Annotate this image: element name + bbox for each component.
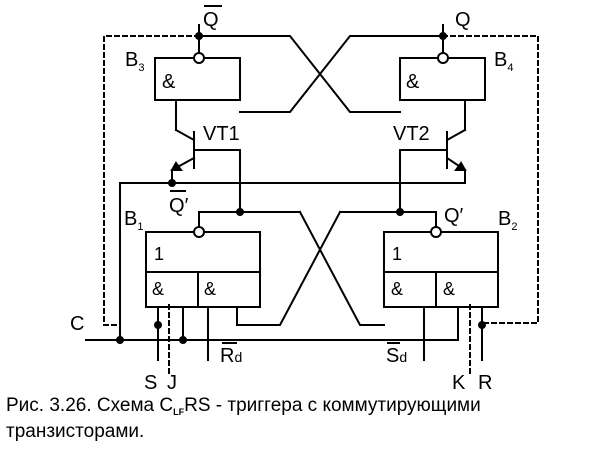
label-q-prime: Q′ xyxy=(444,205,464,227)
upper-cross-wires xyxy=(198,35,444,113)
label-b1: B1 xyxy=(124,208,143,233)
inverting-output-b1 xyxy=(193,226,205,238)
label-q-prime-bar: Q′ xyxy=(169,195,189,217)
transistor-vt2 xyxy=(399,99,467,184)
caption-rest: RS - триггера с коммутирующими xyxy=(184,395,481,416)
label-sd: Sd xyxy=(386,345,407,367)
label-r: R xyxy=(478,372,492,394)
label-c: C xyxy=(70,313,84,335)
label-vt1: VT1 xyxy=(203,123,240,145)
label-k: K xyxy=(452,372,466,394)
label-rd: Rd xyxy=(220,345,242,367)
junction-dots xyxy=(116,32,486,344)
caption-line2: транзисторами. xyxy=(6,421,145,442)
b2-and-right: & xyxy=(443,279,455,299)
b2-and-left: & xyxy=(391,279,403,299)
caption-prefix: Рис. 3.26. Схема C xyxy=(6,395,174,416)
b4-and-symbol: & xyxy=(406,71,420,93)
caption-subscript: LF xyxy=(173,407,185,417)
label-b4: B4 xyxy=(494,49,513,74)
label-s: S xyxy=(144,372,157,394)
b1-one-symbol: 1 xyxy=(154,244,164,264)
lower-cross-wires xyxy=(236,210,385,326)
label-b3: B3 xyxy=(125,49,144,74)
inverting-output-b2 xyxy=(430,226,442,238)
inverting-output-b3 xyxy=(193,52,205,64)
b1-and-right: & xyxy=(204,279,216,299)
inverting-output-b4 xyxy=(437,52,449,64)
label-b2: B2 xyxy=(498,208,517,233)
transistor-vt1 xyxy=(170,99,241,184)
b3-and-symbol: & xyxy=(162,71,176,93)
label-q: Q xyxy=(455,9,471,31)
emitter-clock-wire xyxy=(119,182,466,341)
label-vt2: VT2 xyxy=(393,123,430,145)
label-j: J xyxy=(167,372,177,394)
label-q-bar: Q xyxy=(203,9,219,31)
b2-one-symbol: 1 xyxy=(392,244,402,264)
b1-and-left: & xyxy=(152,279,164,299)
figure-caption: Рис. 3.26. Схема CLFRS - триггера с комм… xyxy=(6,394,591,443)
